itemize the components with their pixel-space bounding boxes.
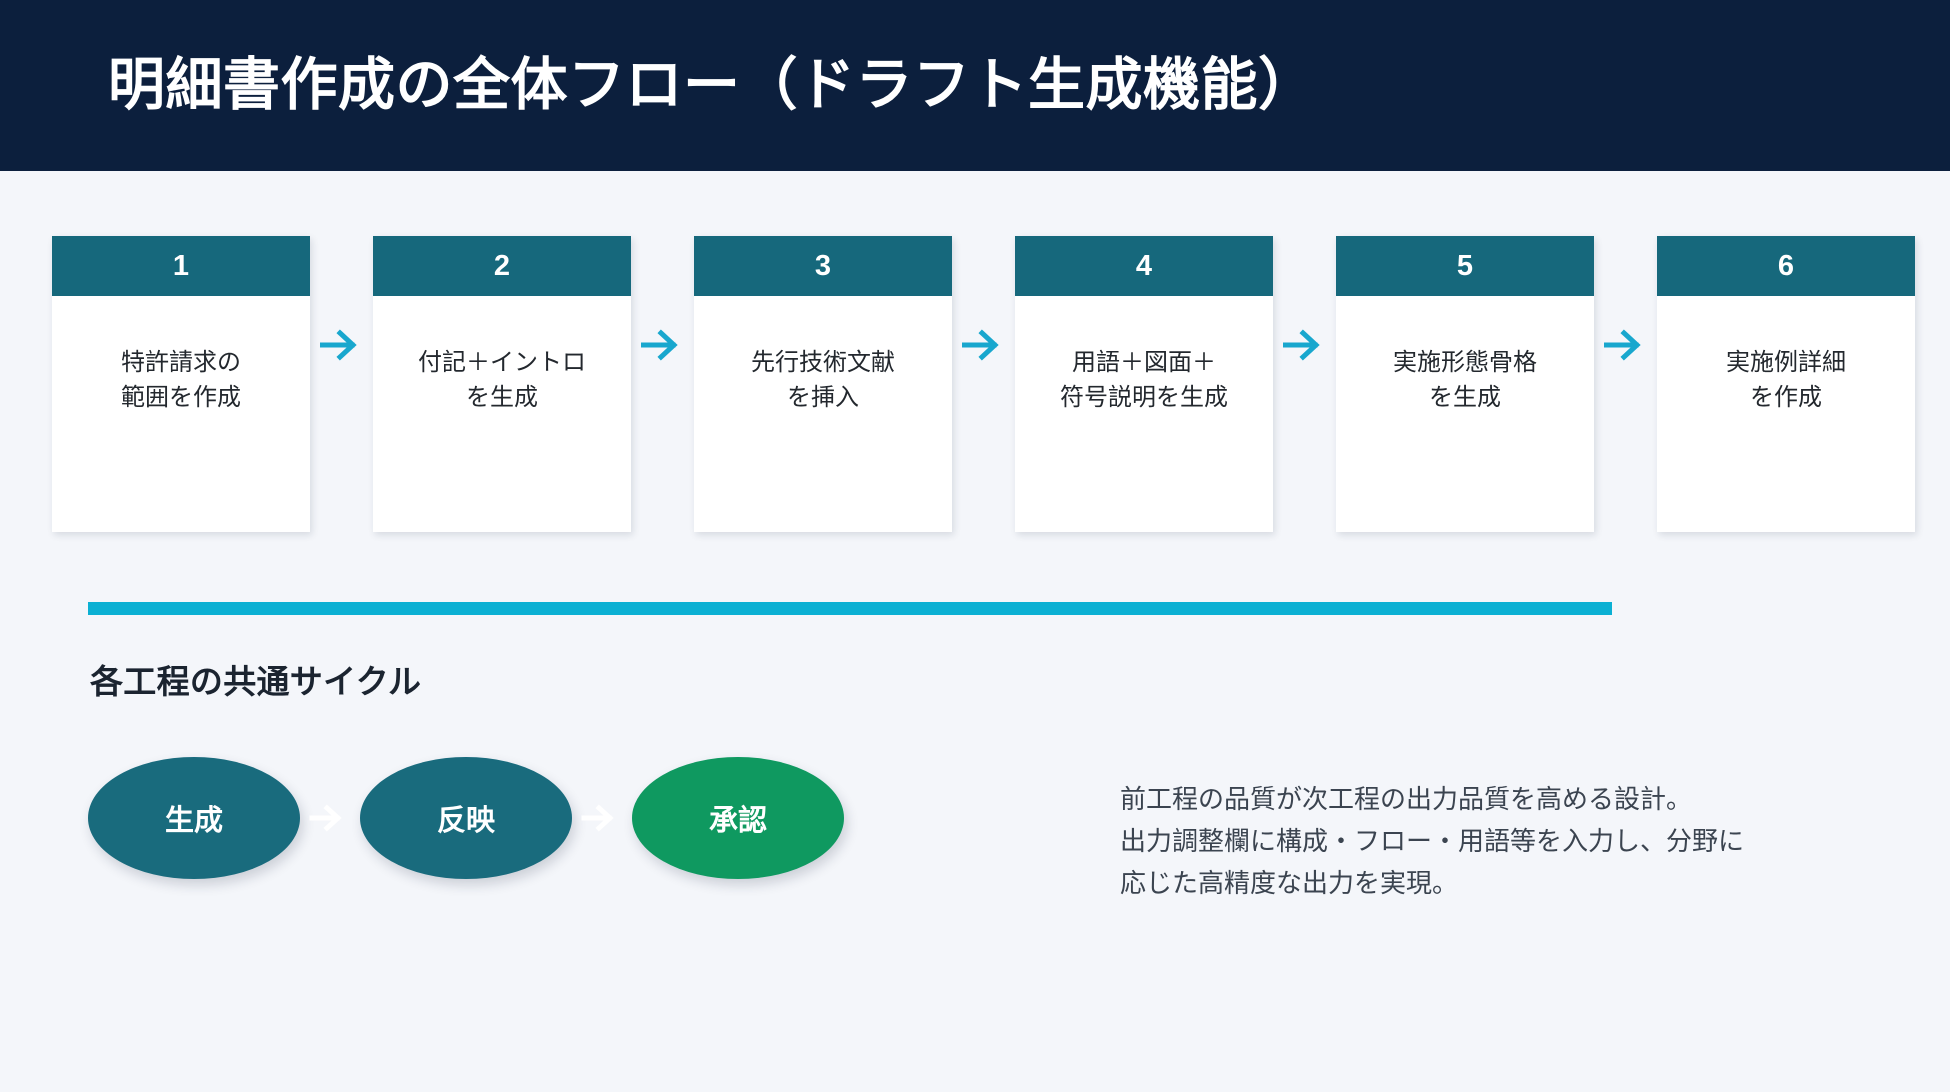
cycle-node-reflect[interactable]: 反映: [360, 757, 572, 879]
step-card-1[interactable]: 1 特許請求の 範囲を作成: [52, 236, 310, 532]
step-body-1: 特許請求の 範囲を作成: [52, 296, 310, 532]
step-label-6: 実施例詳細 を作成: [1726, 349, 1846, 411]
arrow-right-icon-4: [1273, 236, 1336, 532]
step-body-5: 実施形態骨格 を生成: [1336, 296, 1594, 532]
step-card-2[interactable]: 2 付記＋イントロ を生成: [373, 236, 631, 532]
step-label-1: 特許請求の 範囲を作成: [121, 349, 241, 411]
step-number-badge-1: 1: [52, 236, 310, 296]
step-label-2: 付記＋イントロ を生成: [418, 349, 586, 411]
step-number-badge-2: 2: [373, 236, 631, 296]
step-label-3: 先行技術文献 を挿入: [751, 349, 895, 411]
cycle-node-label-generate: 生成: [164, 805, 223, 837]
cycle-note-text: 前工程の品質が次工程の出力品質を高める設計。 出力調整欄に構成・フロー・用語等を…: [1120, 784, 1745, 899]
step-number-badge-6: 6: [1657, 236, 1915, 296]
step-card-3[interactable]: 3 先行技術文献 を挿入: [694, 236, 952, 532]
step-body-4: 用語＋図面＋ 符号説明を生成: [1015, 296, 1273, 532]
step-card-6[interactable]: 6 実施例詳細 を作成: [1657, 236, 1915, 532]
page-title: 明細書作成の全体フロー（ドラフト生成機能）: [108, 53, 1316, 118]
step-body-2: 付記＋イントロ を生成: [373, 296, 631, 532]
section-divider-bar: [88, 602, 1612, 615]
step-number-badge-5: 5: [1336, 236, 1594, 296]
step-number-badge-3: 3: [694, 236, 952, 296]
cycle-node-label-reflect: 反映: [436, 805, 495, 837]
arrow-right-icon-5: [1594, 236, 1657, 532]
step-card-4[interactable]: 4 用語＋図面＋ 符号説明を生成: [1015, 236, 1273, 532]
cycle-node-label-approve: 承認: [708, 805, 767, 837]
arrow-right-icon-3: [952, 236, 1015, 532]
slide-header: 明細書作成の全体フロー（ドラフト生成機能）: [0, 0, 1950, 171]
section-title: 各工程の共通サイクル: [90, 663, 422, 700]
cycle-arrow-right-icon-2: [572, 803, 632, 833]
common-cycle-row: 生成 反映 承認: [88, 757, 844, 879]
process-steps-row: 1 特許請求の 範囲を作成 2 付記＋イントロ を生成 3 先行技術文献 を挿: [52, 236, 1915, 532]
cycle-arrow-right-icon-1: [300, 803, 360, 833]
step-label-4: 用語＋図面＋ 符号説明を生成: [1060, 349, 1228, 411]
cycle-node-approve[interactable]: 承認: [632, 757, 844, 879]
cycle-node-generate[interactable]: 生成: [88, 757, 300, 879]
step-card-5[interactable]: 5 実施形態骨格 を生成: [1336, 236, 1594, 532]
step-number-badge-4: 4: [1015, 236, 1273, 296]
arrow-right-icon-1: [310, 236, 373, 532]
step-body-3: 先行技術文献 を挿入: [694, 296, 952, 532]
step-body-6: 実施例詳細 を作成: [1657, 296, 1915, 532]
step-label-5: 実施形態骨格 を生成: [1393, 349, 1537, 411]
arrow-right-icon-2: [631, 236, 694, 532]
